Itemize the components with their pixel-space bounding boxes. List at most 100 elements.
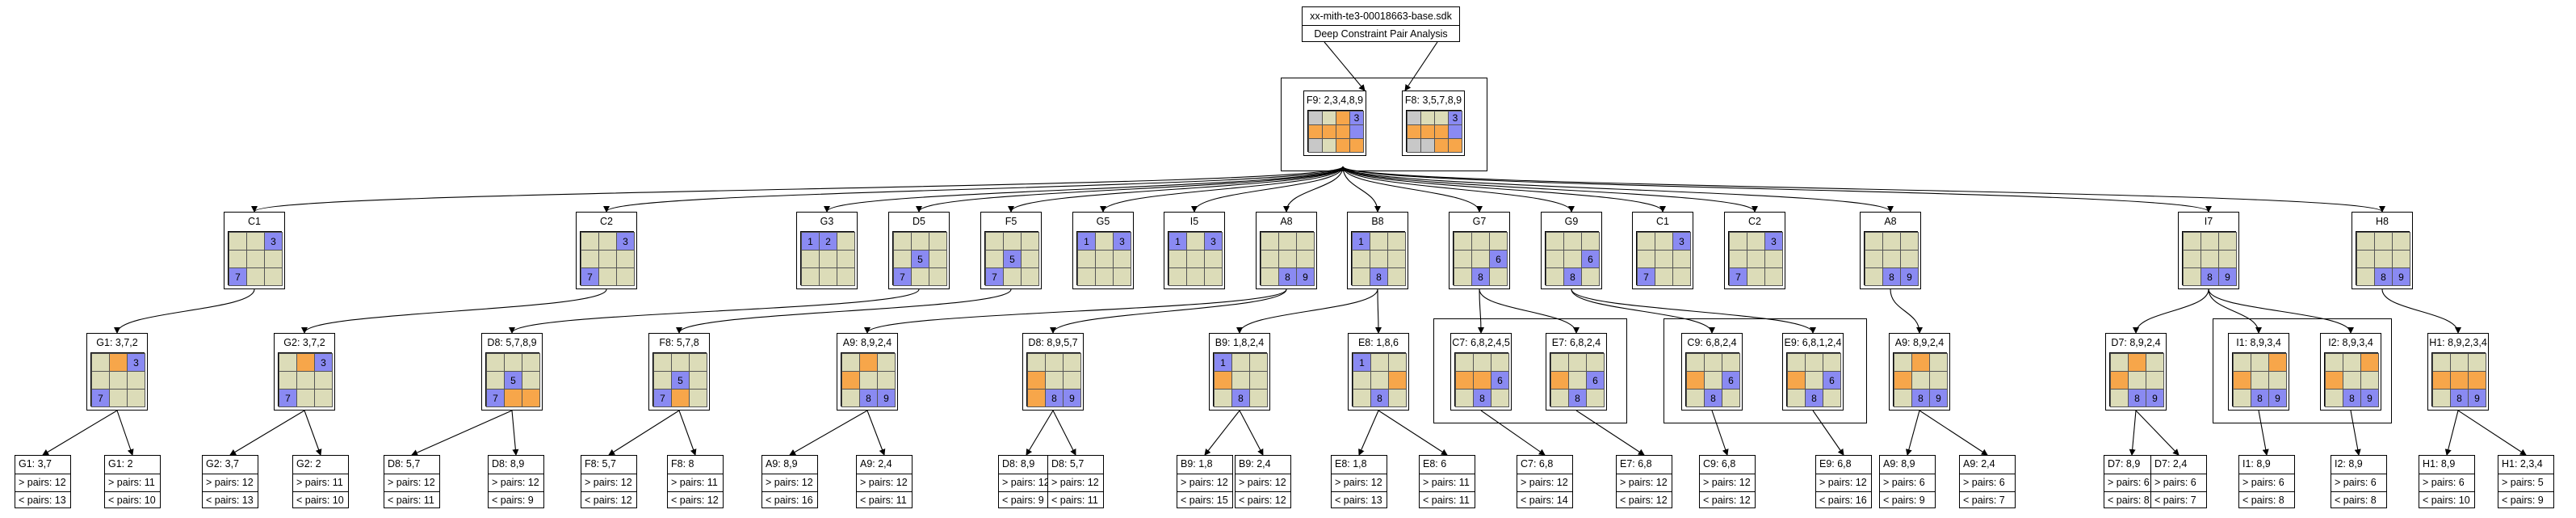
grid-cell xyxy=(109,389,128,407)
grid-cell xyxy=(616,267,635,286)
leaf-node-18-greater-pairs: > pairs: 12 xyxy=(1700,474,1755,491)
grid-cell xyxy=(1581,232,1600,251)
grid-cell: 8 xyxy=(1911,389,1930,407)
grid-cell xyxy=(2360,353,2379,372)
grid-cell xyxy=(2356,232,2375,251)
level2-node-8-label: C7: 6,8,2,4,5 xyxy=(1452,337,1510,348)
title-line-2: Deep Constraint Pair Analysis xyxy=(1303,25,1459,43)
grid-cell xyxy=(1491,389,1509,407)
edge-level1-level2-4 xyxy=(864,288,1287,334)
grid-cell xyxy=(616,250,635,268)
grid-cell xyxy=(109,371,128,390)
leaf-node-16: C7: 6,8> pairs: 12< pairs: 14 xyxy=(1517,455,1573,508)
grid-cell xyxy=(1027,353,1046,372)
grid-cell xyxy=(246,267,265,286)
grid-cell xyxy=(819,250,837,268)
grid-cell xyxy=(689,353,707,372)
grid-cell xyxy=(2251,353,2269,372)
grid-cell xyxy=(1894,353,1912,372)
grid-cell xyxy=(296,371,315,390)
edge-level1-level2-13 xyxy=(2133,288,2209,334)
edge-level2-leaf-18 xyxy=(1711,410,1729,456)
leaf-node-20-label: A9: 8,9 xyxy=(1883,458,1915,470)
grid-cell: 6 xyxy=(1823,371,1841,390)
leaf-node-2-label: G2: 3,7 xyxy=(206,458,239,470)
grid-cell xyxy=(1747,250,1765,268)
leaf-node-14: E8: 1,8> pairs: 12< pairs: 13 xyxy=(1331,455,1387,508)
edge-level2-leaf-3 xyxy=(304,410,322,456)
grid-cell: 2 xyxy=(819,232,837,251)
grid-cell xyxy=(1550,389,1569,407)
grid-cell xyxy=(671,353,690,372)
leaf-node-16-greater-pairs: > pairs: 12 xyxy=(1517,474,1572,491)
grid-cell xyxy=(2450,353,2469,372)
grid-cell: 8 xyxy=(1882,267,1901,286)
grid-cell xyxy=(1021,232,1039,251)
edge-level1-level2-8 xyxy=(1477,288,1484,334)
leaf-node-27-greater-pairs: > pairs: 5 xyxy=(2498,474,2553,491)
edge-level2-leaf-0 xyxy=(42,410,118,456)
grid-cell: 8 xyxy=(1568,389,1587,407)
grid-cell xyxy=(1214,371,1232,390)
grid-cell xyxy=(264,267,283,286)
grid-cell: 7 xyxy=(279,389,297,407)
level1-node-13-label: A8 xyxy=(1884,216,1897,227)
grid-cell xyxy=(2128,353,2146,372)
grid-cell xyxy=(689,371,707,390)
grid-cell: 9 xyxy=(2218,267,2237,286)
grid-cell xyxy=(1249,353,1268,372)
grid-cell xyxy=(1186,250,1205,268)
grid-cell xyxy=(1407,138,1421,153)
grid-cell xyxy=(1296,232,1315,251)
grid-cell xyxy=(1882,250,1901,268)
grid-cell xyxy=(1168,250,1187,268)
grid-cell xyxy=(1027,389,1046,407)
grid-cell xyxy=(841,389,860,407)
edge-level2-leaf-8 xyxy=(789,410,868,456)
grid-cell xyxy=(522,353,540,372)
leaf-node-8-less-pairs: < pairs: 16 xyxy=(762,491,817,508)
grid-cell xyxy=(1568,353,1587,372)
leaf-node-0-greater-pairs: > pairs: 12 xyxy=(15,474,70,491)
grid-cell xyxy=(1722,389,1740,407)
grid-cell xyxy=(911,267,929,286)
leaf-node-9-less-pairs: < pairs: 11 xyxy=(857,491,912,508)
leaf-node-21-label: A9: 2,4 xyxy=(1963,458,1995,470)
grid-cell xyxy=(1563,232,1582,251)
edge-level2-leaf-23 xyxy=(2135,410,2180,456)
grid-cell xyxy=(2325,389,2343,407)
edge-level2-leaf-7 xyxy=(678,410,697,456)
grid-cell xyxy=(1455,389,1474,407)
grid-cell xyxy=(1322,111,1336,125)
grid-cell xyxy=(929,232,947,251)
grid-cell: 9 xyxy=(2360,389,2379,407)
edge-level2-leaf-16 xyxy=(1480,410,1546,456)
grid-cell: 3 xyxy=(1204,232,1223,251)
leaf-node-15-greater-pairs: > pairs: 11 xyxy=(1420,474,1475,491)
leaf-node-22-less-pairs: < pairs: 8 xyxy=(2104,491,2159,508)
grid-cell xyxy=(2110,389,2129,407)
grid-cell xyxy=(1787,353,1806,372)
grid-cell: 6 xyxy=(1722,371,1740,390)
cluster-g9 xyxy=(1663,318,1867,423)
leaf-node-6: F8: 5,7> pairs: 12< pairs: 12 xyxy=(581,455,637,508)
grid-cell xyxy=(1805,353,1823,372)
leaf-node-19: E9: 6,8> pairs: 12< pairs: 16 xyxy=(1815,455,1872,508)
grid-cell: 7 xyxy=(229,267,247,286)
grid-cell: 8 xyxy=(1045,389,1064,407)
grid-cell xyxy=(1308,124,1323,139)
grid-cell: 8 xyxy=(2201,267,2219,286)
edge-root-level1-1 xyxy=(603,166,1344,213)
grid-cell xyxy=(1370,353,1389,372)
grid-cell: 7 xyxy=(1637,267,1655,286)
leaf-node-17-less-pairs: < pairs: 12 xyxy=(1617,491,1672,508)
